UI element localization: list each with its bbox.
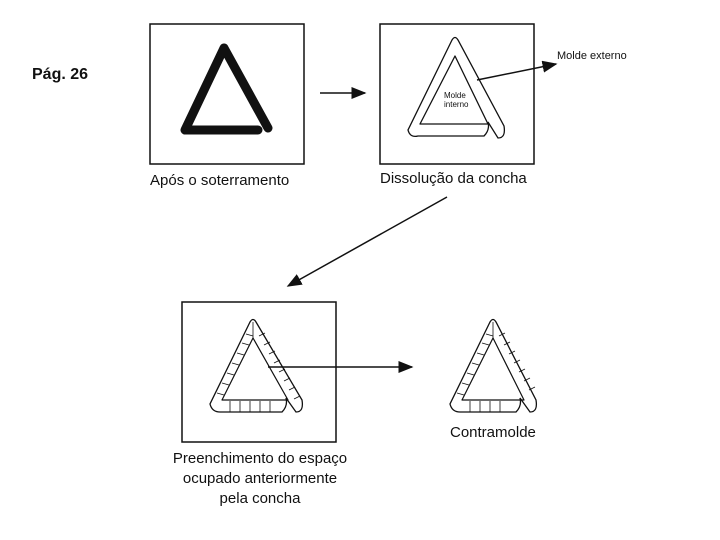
step3-hatching <box>216 322 301 412</box>
step2-inner-mold-outline <box>419 55 489 125</box>
step1-shell-triangle <box>180 43 273 135</box>
step3-caption-line1: Preenchimento do espaço <box>172 450 348 467</box>
step2-box <box>379 23 535 165</box>
step3-filled-outer-outline <box>209 318 304 413</box>
step1-box <box>149 23 305 165</box>
page-label: Pág. 26 <box>32 66 89 83</box>
step1-panel <box>149 23 305 165</box>
step3-caption: Preenchimento do espaço ocupado anterior… <box>160 449 360 509</box>
step2-outer-mold-outline <box>407 36 506 139</box>
step4-panel <box>449 318 538 413</box>
step2-panel: Molde interno Molde externo <box>379 23 627 165</box>
step2-internal-mold-label-line1: Molde <box>444 91 466 100</box>
step4-countermold-inner-outline <box>461 337 525 401</box>
step4-countermold-outer-outline <box>449 318 538 413</box>
step2-internal-mold-label-line2: interno <box>444 100 469 109</box>
step3-panel <box>181 301 337 443</box>
step1-caption: Após o soterramento <box>150 172 290 189</box>
step3-box <box>181 301 337 443</box>
step3-filled-inner-outline <box>221 337 289 401</box>
step4-hatching <box>456 322 536 412</box>
step3-caption-line3: pela concha <box>219 490 301 507</box>
step3-caption-line2: ocupado anteriormente <box>182 470 338 487</box>
step2-caption: Dissolução da concha <box>380 170 527 187</box>
step4-caption: Contramolde <box>450 424 536 441</box>
step2-external-mold-pointer <box>476 60 558 81</box>
step2-external-mold-label: Molde externo <box>557 50 627 62</box>
arrow-step2-to-step3 <box>286 196 448 287</box>
